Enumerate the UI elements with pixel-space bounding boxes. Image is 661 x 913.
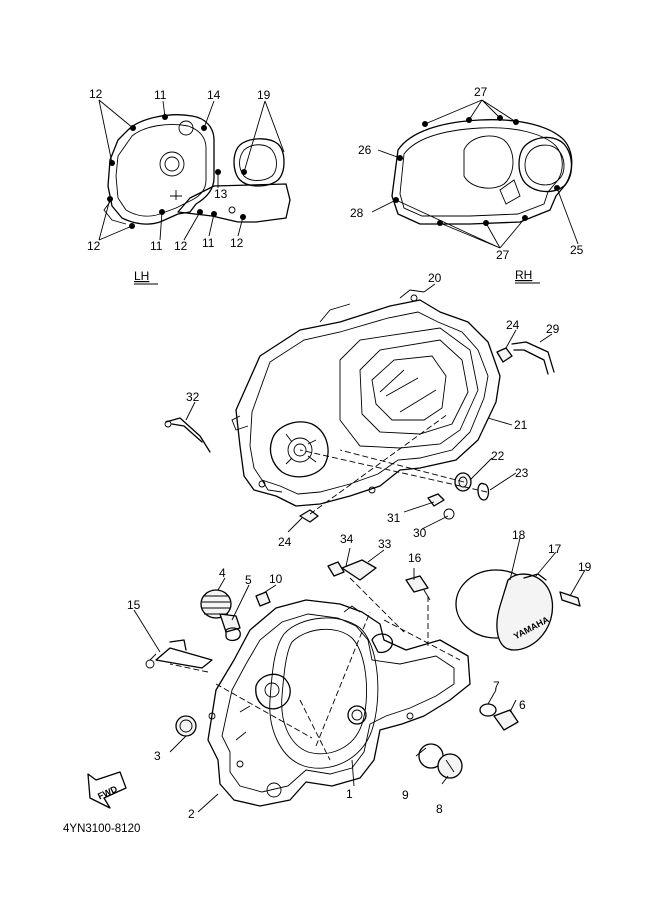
callout-12: 12 [230, 236, 244, 250]
callout-12: 12 [89, 87, 103, 101]
callout-9: 9 [402, 788, 409, 802]
callout-11: 11 [154, 88, 167, 102]
callout-27: 27 [496, 248, 510, 262]
callout-26: 26 [358, 143, 372, 157]
callout-34: 34 [340, 532, 354, 546]
callout-10: 10 [269, 572, 283, 586]
callout-32: 32 [186, 390, 200, 404]
crankcase-cover-diagram: YAMAHA FWD [87, 537, 586, 813]
callout-11: 11 [202, 236, 215, 250]
callout-22: 22 [491, 449, 505, 463]
callout-25: 25 [570, 243, 584, 257]
callout-13: 13 [214, 187, 228, 201]
section-rh: RH [515, 268, 532, 282]
callout-29: 29 [546, 322, 560, 336]
callout-21: 21 [514, 418, 528, 432]
callout-30: 30 [413, 526, 427, 540]
callout-2: 2 [188, 807, 195, 821]
lh-gasket-diagram [98, 99, 291, 285]
callout-6: 6 [519, 698, 526, 712]
rh-gasket-diagram [371, 99, 579, 284]
callout-24: 24 [506, 318, 520, 332]
callout-31: 31 [387, 511, 401, 525]
callout-18: 18 [512, 528, 526, 542]
callout-15: 15 [127, 598, 141, 612]
callout-24: 24 [278, 535, 292, 549]
callout-4: 4 [219, 566, 226, 580]
callout-5: 5 [245, 573, 252, 587]
callout-12: 12 [87, 239, 101, 253]
fwd-label: FWD [96, 784, 119, 802]
callout-16: 16 [408, 551, 422, 565]
callout-28: 28 [350, 206, 364, 220]
callout-8: 8 [436, 802, 443, 816]
callout-12: 12 [174, 239, 188, 253]
callout-7: 7 [493, 679, 500, 693]
callout-3: 3 [154, 749, 161, 763]
crankcase-diagram [164, 283, 555, 533]
callout-20: 20 [428, 271, 442, 285]
callout-1: 1 [346, 787, 353, 801]
callout-labels: 12 11 14 19 13 12 11 12 11 12 LH 27 26 2… [63, 85, 592, 835]
callout-27: 27 [474, 85, 488, 99]
callout-17: 17 [548, 542, 562, 556]
callout-33: 33 [378, 537, 392, 551]
callout-14: 14 [207, 88, 221, 102]
callout-19: 19 [257, 88, 271, 102]
callout-23: 23 [515, 466, 529, 480]
section-lh: LH [134, 269, 149, 283]
callout-11: 11 [150, 239, 163, 253]
callout-19: 19 [578, 560, 592, 574]
diagram-code: 4YN3100-8120 [63, 823, 140, 835]
